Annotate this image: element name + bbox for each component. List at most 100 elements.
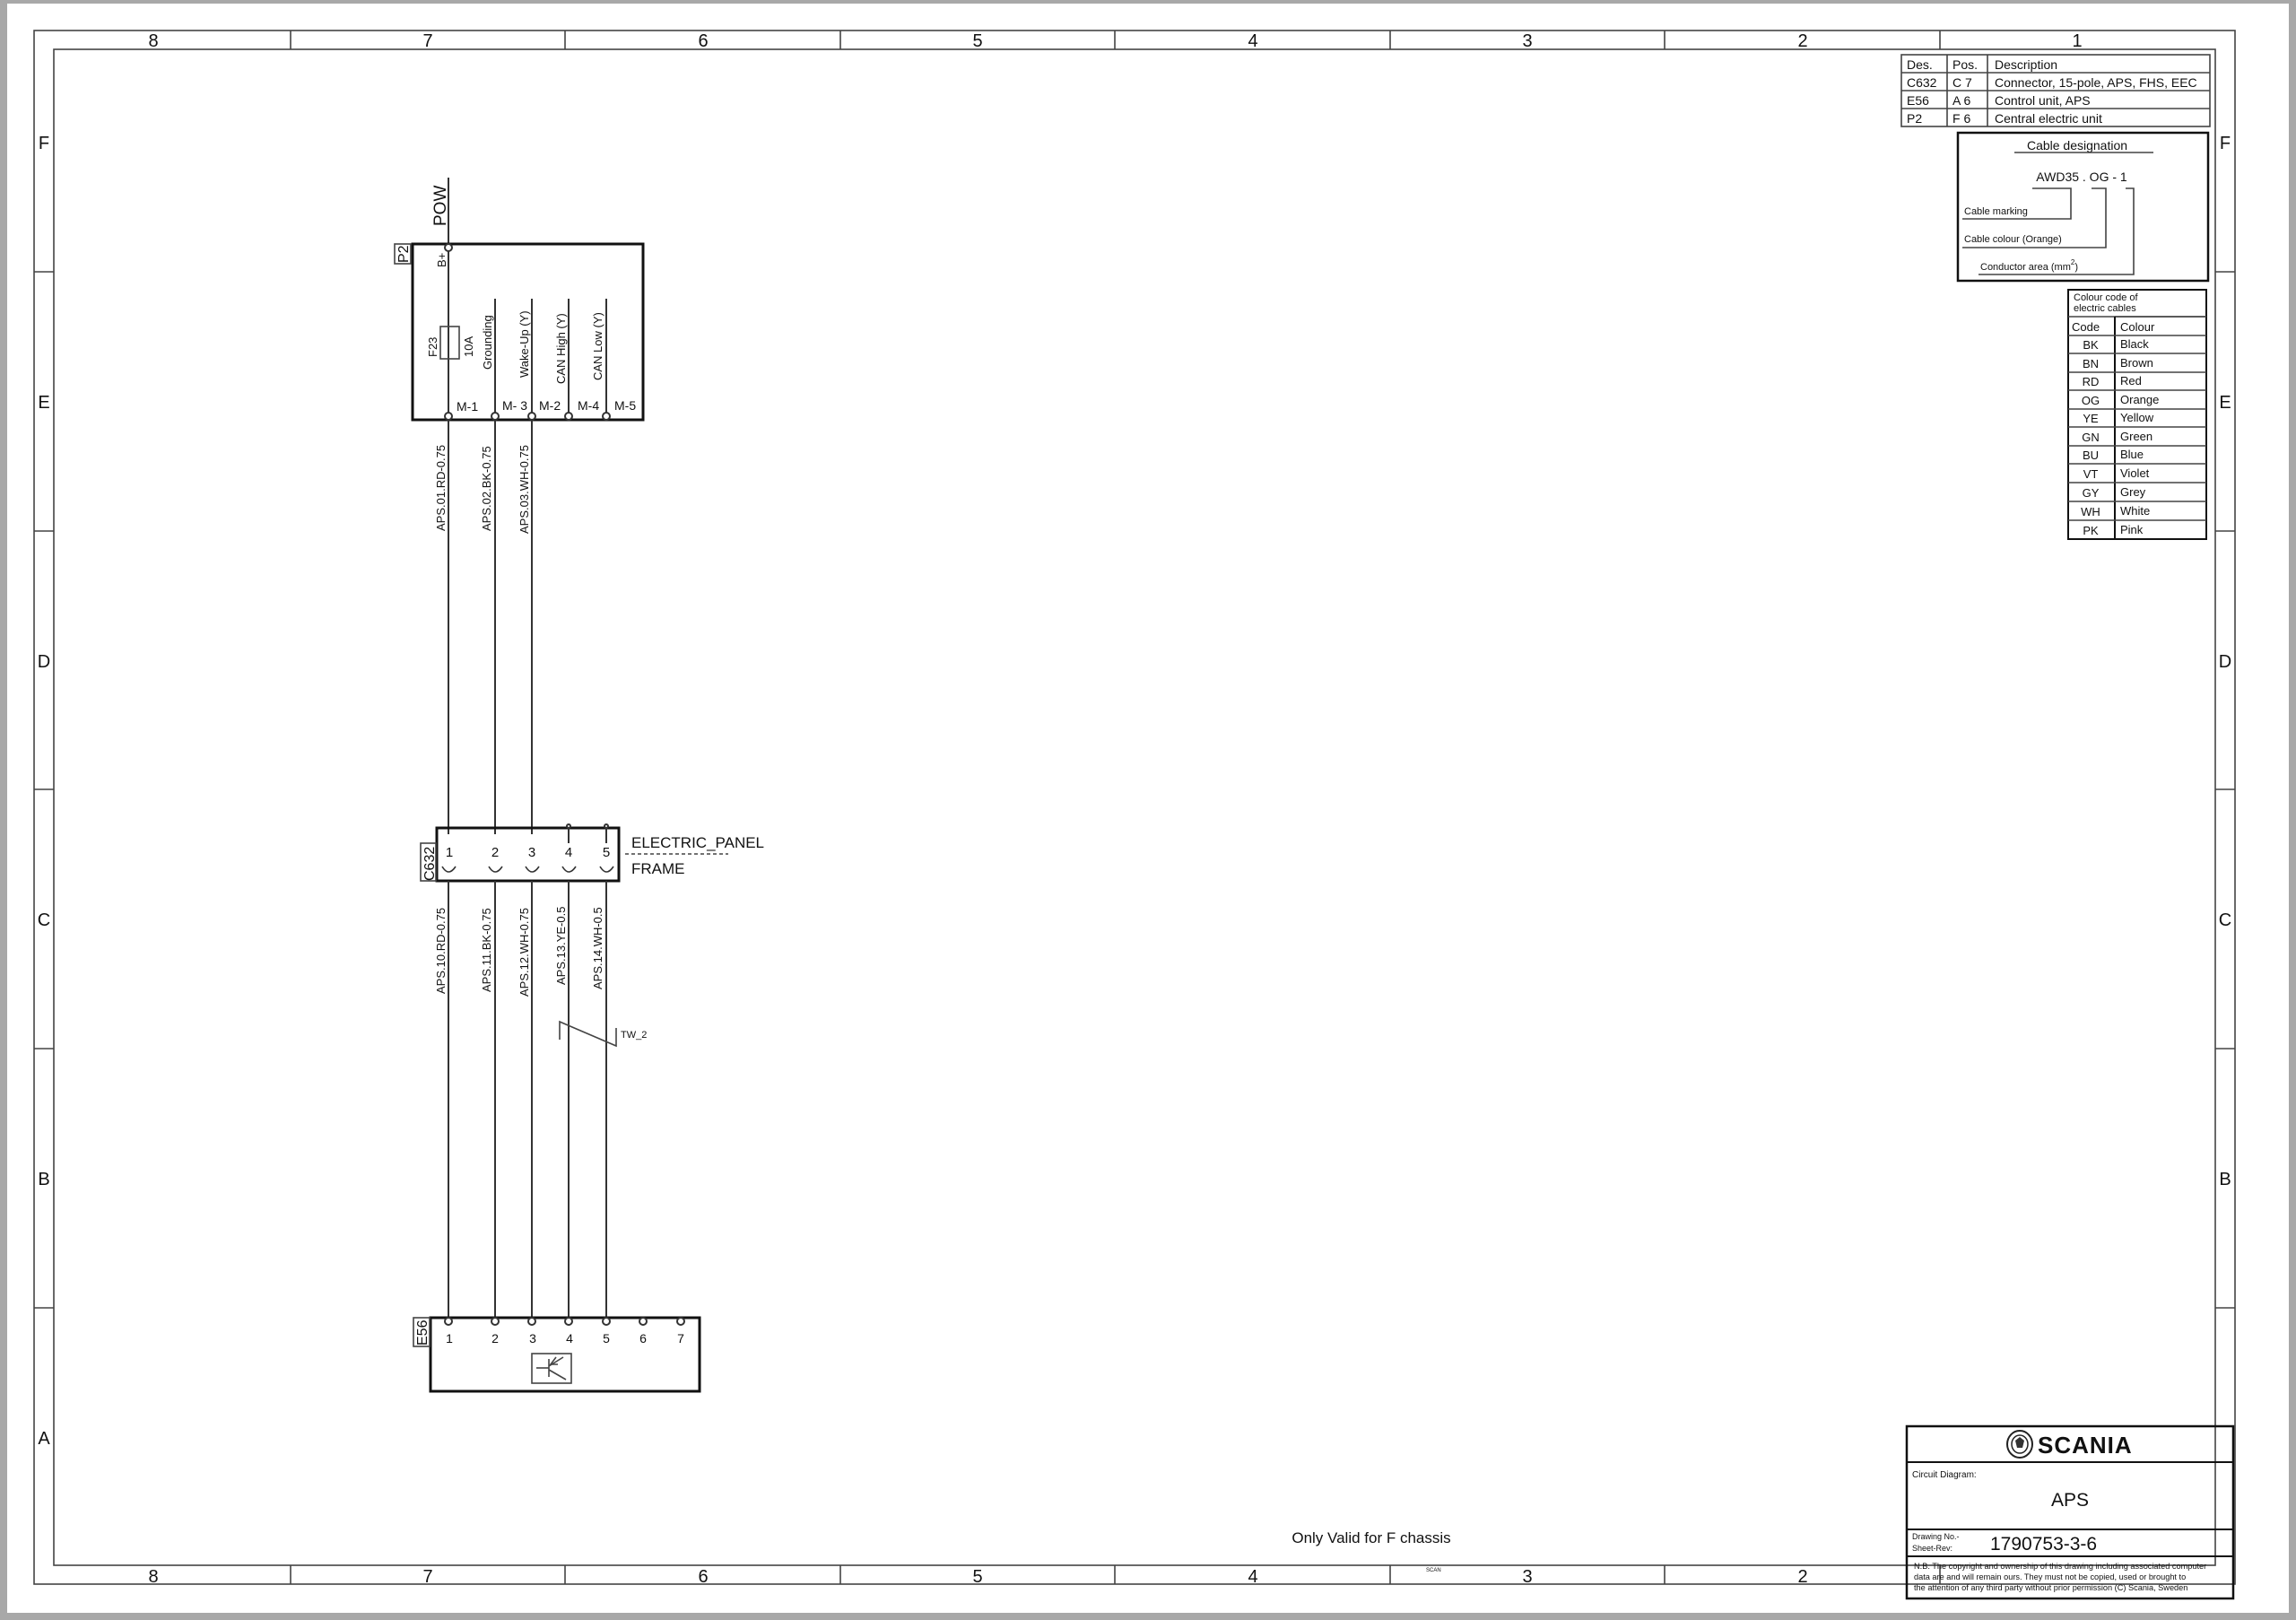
svg-text:APS.03.WH-0.75: APS.03.WH-0.75 <box>517 445 531 534</box>
svg-text:Central electric unit: Central electric unit <box>1995 111 2102 126</box>
column-grid <box>290 30 1941 1584</box>
svg-text:APS.13.YE-0.5: APS.13.YE-0.5 <box>554 907 568 985</box>
svg-text:C: C <box>38 910 50 930</box>
transistor-icon <box>531 1353 572 1384</box>
title-block: SCANIA Circuit Diagram: APS Drawing No.-… <box>1905 1424 2235 1600</box>
svg-text:Conductor area (mm2): Conductor area (mm2) <box>1980 258 2078 273</box>
pin-m2 <box>527 412 536 421</box>
svg-text:A 6: A 6 <box>1952 93 1970 108</box>
twisted-pair-icon <box>559 1020 617 1048</box>
c632-housing <box>435 826 621 883</box>
svg-text:Cable marking: Cable marking <box>1964 206 2028 217</box>
svg-text:Connector, 15-pole, APS, FHS,: Connector, 15-pole, APS, FHS, EEC <box>1995 75 2197 90</box>
svg-text:Black: Black <box>2120 337 2149 351</box>
component-table: Des. Pos. Description C632 C 7 Connector… <box>1900 54 2211 127</box>
svg-text:B: B <box>2219 1170 2231 1189</box>
svg-text:electric cables: electric cables <box>2074 303 2136 314</box>
svg-text:10A: 10A <box>462 336 475 357</box>
svg-text:C: C <box>2219 910 2231 930</box>
svg-text:APS.12.WH-0.75: APS.12.WH-0.75 <box>517 908 531 997</box>
svg-text:GN: GN <box>2082 431 2100 444</box>
pin-m3 <box>491 412 500 421</box>
svg-text:B: B <box>38 1170 49 1189</box>
svg-text:data are and will remain ours.: data are and will remain ours. They must… <box>1914 1572 2186 1581</box>
svg-text:Pink: Pink <box>2120 523 2144 536</box>
svg-text:ELECTRIC_PANEL: ELECTRIC_PANEL <box>631 834 764 851</box>
svg-text:APS.14.WH-0.5: APS.14.WH-0.5 <box>591 907 604 989</box>
svg-text:3: 3 <box>1522 1567 1532 1587</box>
e56-housing <box>429 1316 701 1393</box>
scania-griffin-logo-icon <box>2006 1430 2033 1459</box>
svg-text:Grounding: Grounding <box>481 315 494 370</box>
row-labels: FE DC BA FE DC B <box>38 134 2231 1449</box>
svg-text:C 7: C 7 <box>1952 75 1972 90</box>
svg-text:1: 1 <box>446 845 453 860</box>
p2-central-electric-unit[interactable]: POW P2 B+ F23 10A Grounding Wake-Up (Y) … <box>394 178 645 422</box>
svg-text:TW_2: TW_2 <box>621 1030 647 1041</box>
svg-text:APS.11.BK-0.75: APS.11.BK-0.75 <box>480 908 493 992</box>
e56-designator-box <box>413 1317 430 1347</box>
svg-text:Blue: Blue <box>2120 448 2144 461</box>
svg-text:8: 8 <box>148 31 158 51</box>
svg-text:7: 7 <box>422 1567 432 1587</box>
svg-text:C632: C632 <box>1907 75 1937 90</box>
svg-text:POW: POW <box>431 186 450 226</box>
svg-text:PK: PK <box>2083 524 2099 537</box>
svg-text:P2: P2 <box>1907 111 1922 126</box>
e56-pin-5 <box>602 1317 611 1326</box>
svg-text:CAN High (Y): CAN High (Y) <box>554 313 568 384</box>
pin-m1 <box>444 412 453 421</box>
colour-row-lines <box>2068 335 2206 521</box>
svg-text:4: 4 <box>565 845 572 860</box>
svg-text:Brown: Brown <box>2120 356 2153 370</box>
svg-text:BU: BU <box>2083 449 2099 462</box>
svg-text:CAN Low (Y): CAN Low (Y) <box>591 312 604 380</box>
svg-text:3: 3 <box>1522 31 1532 51</box>
svg-text:M-1: M-1 <box>457 399 478 414</box>
svg-text:6: 6 <box>698 1567 708 1587</box>
e56-pin-4 <box>564 1317 573 1326</box>
svg-text:N.B. The copyright and ownersh: N.B. The copyright and ownership of this… <box>1914 1562 2206 1571</box>
svg-text:VT: VT <box>2083 467 2099 481</box>
svg-text:Circuit Diagram:: Circuit Diagram: <box>1912 1470 1977 1480</box>
c632-connector[interactable]: C632 1 2 3 4 5 ELECTRIC_PANEL FRAME <box>420 823 764 883</box>
chassis-note: Only Valid for F chassis <box>1292 1529 1450 1546</box>
cable-designation-legend: Cable designation AWD35 . OG - 1 Cable m… <box>1956 131 2210 283</box>
svg-text:E: E <box>2219 393 2231 413</box>
svg-text:4: 4 <box>1248 1567 1257 1587</box>
svg-text:Cable colour (Orange): Cable colour (Orange) <box>1964 234 2062 245</box>
svg-text:APS.02.BK-0.75: APS.02.BK-0.75 <box>480 446 493 531</box>
svg-text:3: 3 <box>528 845 535 860</box>
svg-text:Sheet-Rev:: Sheet-Rev: <box>1912 1544 1952 1553</box>
svg-text:Green: Green <box>2120 430 2152 443</box>
svg-text:E: E <box>38 393 49 413</box>
svg-text:5: 5 <box>603 845 610 860</box>
svg-text:2: 2 <box>1797 31 1807 51</box>
upper-wire-bundle[interactable]: APS.01.RD-0.75 APS.02.BK-0.75 APS.03.WH-… <box>434 420 533 834</box>
svg-text:OG: OG <box>2082 394 2100 407</box>
svg-text:2: 2 <box>1797 1567 1807 1587</box>
svg-text:Colour code of: Colour code of <box>2074 292 2138 303</box>
svg-text:M-2: M-2 <box>539 398 561 413</box>
lower-wire-bundle[interactable]: APS.10.RD-0.75 APS.11.BK-0.75 APS.12.WH-… <box>434 881 647 1319</box>
pin-m5 <box>602 412 611 421</box>
svg-text:the attention of any third par: the attention of any third party without… <box>1914 1583 2187 1592</box>
svg-text:YE: YE <box>2083 412 2099 425</box>
svg-text:WH: WH <box>2081 505 2100 518</box>
svg-text:3: 3 <box>529 1331 536 1346</box>
svg-text:F: F <box>39 134 49 153</box>
svg-text:APS.01.RD-0.75: APS.01.RD-0.75 <box>434 445 448 531</box>
svg-text:7: 7 <box>677 1331 684 1346</box>
pin-m4 <box>564 412 573 421</box>
svg-text:BN: BN <box>2083 357 2099 370</box>
svg-text:4: 4 <box>1248 31 1257 51</box>
scan-mark: SCAN <box>1426 1568 1441 1573</box>
e56-pin-6 <box>639 1317 648 1326</box>
svg-text:Code: Code <box>2072 320 2100 334</box>
svg-text:Colour: Colour <box>2120 320 2155 334</box>
svg-text:GY: GY <box>2083 486 2100 500</box>
